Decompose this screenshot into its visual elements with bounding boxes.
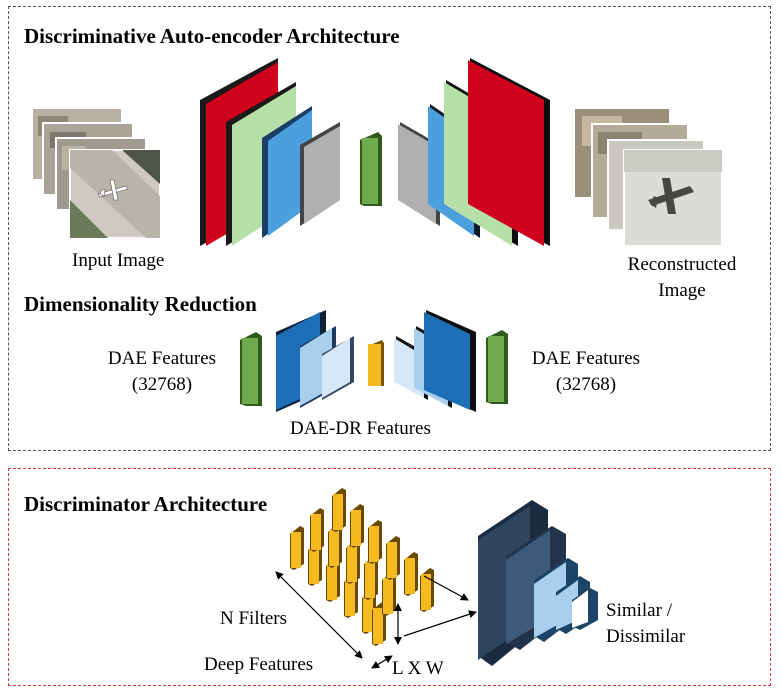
lxw-label: L X W	[392, 658, 444, 679]
disc-layer-5	[572, 588, 598, 630]
similarity-output-line1: Similar /	[606, 600, 672, 621]
feature-map	[332, 488, 346, 532]
to-network-arrow-top	[423, 575, 469, 601]
dr-right-label-line2: (32768)	[555, 374, 617, 395]
to-network-arrow-bottom	[403, 610, 477, 637]
dr-left-label-line1: DAE Features	[107, 348, 217, 369]
n-filters-label: N Filters	[220, 608, 288, 629]
dr-decoder-layer-1	[424, 310, 476, 412]
discriminator-panel	[8, 468, 771, 686]
feature-map	[404, 552, 418, 596]
feature-map	[420, 568, 434, 612]
blurred-airplane-shape	[648, 178, 694, 214]
feature-map-column-3	[332, 488, 434, 612]
input-image-stack	[31, 107, 161, 239]
encoder-layer-gray	[300, 122, 340, 226]
dae-dr-features-label: DAE-DR Features	[290, 418, 431, 439]
deep-features-arrow	[371, 655, 393, 669]
feature-map	[350, 504, 364, 548]
autoencoder-panel	[8, 6, 771, 451]
encoder-layers	[200, 58, 340, 246]
feature-map	[328, 524, 342, 568]
feature-map	[368, 520, 382, 564]
reconstructed-image-label: Reconstructed Image	[612, 252, 752, 304]
dr-left-label-line2: (32768)	[131, 374, 193, 395]
input-image-label: Input Image	[72, 250, 165, 271]
dr-right-feature-block	[486, 330, 508, 404]
discriminator-title: Discriminator Architecture	[24, 492, 268, 516]
deep-feature-maps	[290, 488, 434, 646]
bottleneck-layer	[360, 132, 382, 206]
dimension-arrows	[275, 571, 477, 669]
dr-encoder-layer-3	[322, 336, 354, 400]
feature-map	[364, 556, 378, 600]
similarity-output-label: Similar / Dissimilar	[606, 598, 685, 650]
input-image-airport	[69, 149, 161, 239]
dr-left-feature-block	[240, 332, 262, 406]
similarity-output-line2: Dissimilar	[606, 626, 686, 647]
dr-right-label: DAE Features (32768)	[516, 346, 656, 398]
reconstructed-image-airplane	[623, 149, 723, 247]
feature-map	[382, 572, 396, 616]
reduction-title: Dimensionality Reduction	[24, 292, 257, 316]
dr-right-label-line1: DAE Features	[531, 348, 641, 369]
reconstructed-image-stack	[573, 107, 723, 247]
n-filters-arrow	[275, 571, 363, 659]
feature-map	[386, 536, 400, 580]
reconstructed-label-line1: Reconstructed	[627, 254, 737, 275]
deep-features-label: Deep Features	[204, 654, 314, 675]
autoencoder-title: Discriminative Auto-encoder Architecture	[24, 24, 400, 48]
dr-left-label: DAE Features (32768)	[92, 346, 232, 398]
discriminator-network	[478, 500, 598, 666]
feature-map	[290, 526, 304, 570]
feature-map	[310, 508, 324, 552]
reconstructed-label-line2: Image	[658, 280, 706, 301]
decoder-layers	[398, 58, 550, 246]
dr-bottleneck-block	[368, 340, 384, 386]
airplane-shape	[97, 179, 129, 201]
dr-encoder-layers	[276, 310, 354, 412]
dr-decoder-layers	[394, 310, 476, 412]
decoder-layer-red	[468, 58, 550, 246]
